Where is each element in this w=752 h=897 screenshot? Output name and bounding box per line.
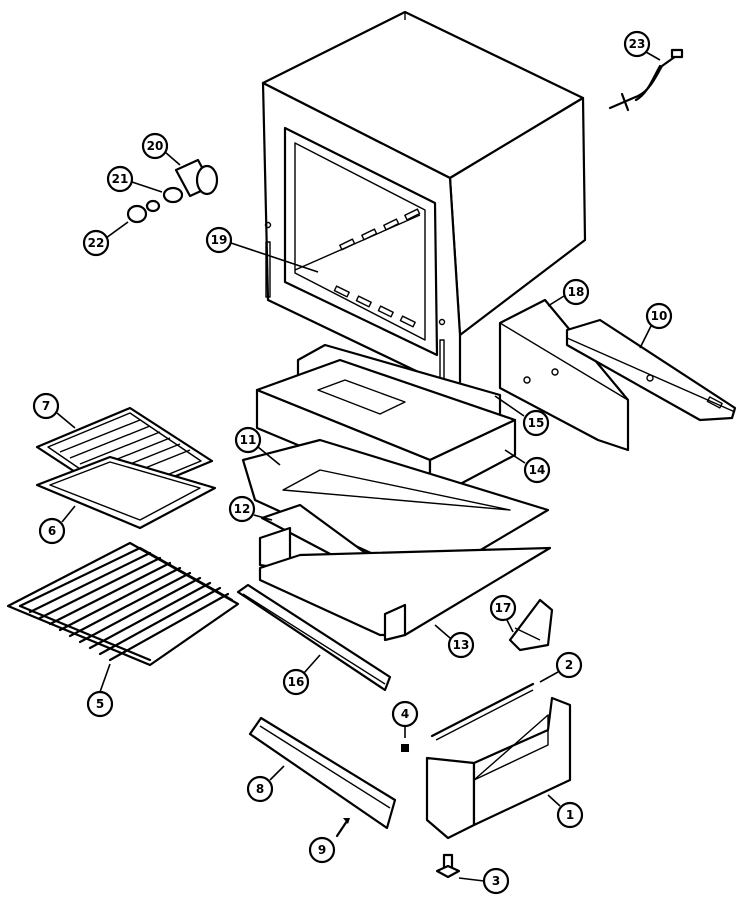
svg-text:5: 5 bbox=[96, 697, 104, 711]
svg-text:23: 23 bbox=[629, 37, 646, 51]
callout-23: 23 bbox=[623, 30, 661, 61]
callout-10: 10 bbox=[639, 302, 673, 349]
callout-13: 13 bbox=[434, 624, 475, 659]
callout-8: 8 bbox=[246, 765, 285, 803]
leveling-leg bbox=[435, 853, 461, 879]
svg-text:20: 20 bbox=[147, 139, 164, 153]
side-rail bbox=[236, 583, 392, 692]
svg-text:2: 2 bbox=[565, 658, 573, 672]
callout-3: 3 bbox=[458, 867, 510, 895]
svg-text:22: 22 bbox=[88, 236, 105, 250]
callout-19: 19 bbox=[205, 226, 319, 273]
svg-text:19: 19 bbox=[211, 233, 228, 247]
screw-small bbox=[335, 818, 350, 838]
cavity-slots bbox=[333, 208, 421, 328]
callout-5: 5 bbox=[86, 663, 114, 718]
svg-text:12: 12 bbox=[234, 502, 251, 516]
svg-text:9: 9 bbox=[318, 843, 326, 857]
svg-text:10: 10 bbox=[651, 309, 668, 323]
callout-20: 20 bbox=[141, 132, 181, 166]
callout-4: 4 bbox=[391, 700, 419, 738]
svg-text:18: 18 bbox=[568, 285, 585, 299]
svg-text:14: 14 bbox=[529, 463, 546, 477]
rod bbox=[430, 682, 535, 741]
bottom-panel bbox=[241, 438, 550, 582]
svg-text:8: 8 bbox=[256, 782, 264, 796]
frame bbox=[425, 696, 572, 840]
callout-14: 14 bbox=[504, 449, 551, 484]
side-panel bbox=[248, 716, 397, 830]
screw bbox=[401, 744, 409, 752]
broiler-pan bbox=[35, 455, 217, 530]
svg-text:17: 17 bbox=[495, 601, 512, 615]
callout-1: 1 bbox=[547, 794, 584, 829]
wire-harness bbox=[608, 48, 684, 112]
svg-text:1: 1 bbox=[566, 808, 574, 822]
callout-6: 6 bbox=[38, 505, 76, 545]
callout-12: 12 bbox=[228, 495, 273, 523]
svg-text:11: 11 bbox=[240, 433, 257, 447]
svg-text:21: 21 bbox=[112, 172, 129, 186]
callout-18: 18 bbox=[547, 278, 590, 307]
svg-text:13: 13 bbox=[453, 638, 470, 652]
callout-9: 9 bbox=[308, 836, 336, 864]
callout-21: 21 bbox=[106, 165, 163, 193]
svg-text:15: 15 bbox=[528, 416, 545, 430]
callout-17: 17 bbox=[489, 594, 517, 633]
svg-text:16: 16 bbox=[288, 675, 305, 689]
callout-22: 22 bbox=[82, 221, 129, 257]
callout-2: 2 bbox=[539, 651, 583, 683]
callout-11: 11 bbox=[234, 426, 281, 466]
heat-shield bbox=[498, 298, 630, 452]
svg-text:4: 4 bbox=[401, 707, 409, 721]
callout-7: 7 bbox=[32, 392, 76, 429]
callout-15: 15 bbox=[494, 395, 550, 437]
oven-rack bbox=[6, 541, 240, 667]
callout-16: 16 bbox=[282, 654, 321, 696]
oven-cavity bbox=[261, 10, 587, 394]
bracket bbox=[508, 598, 554, 652]
svg-text:6: 6 bbox=[48, 524, 56, 538]
svg-text:7: 7 bbox=[42, 399, 50, 413]
svg-text:3: 3 bbox=[492, 874, 500, 888]
drawer-floor bbox=[258, 546, 552, 642]
oven-light-assembly bbox=[126, 158, 219, 224]
support-bracket bbox=[565, 318, 737, 422]
